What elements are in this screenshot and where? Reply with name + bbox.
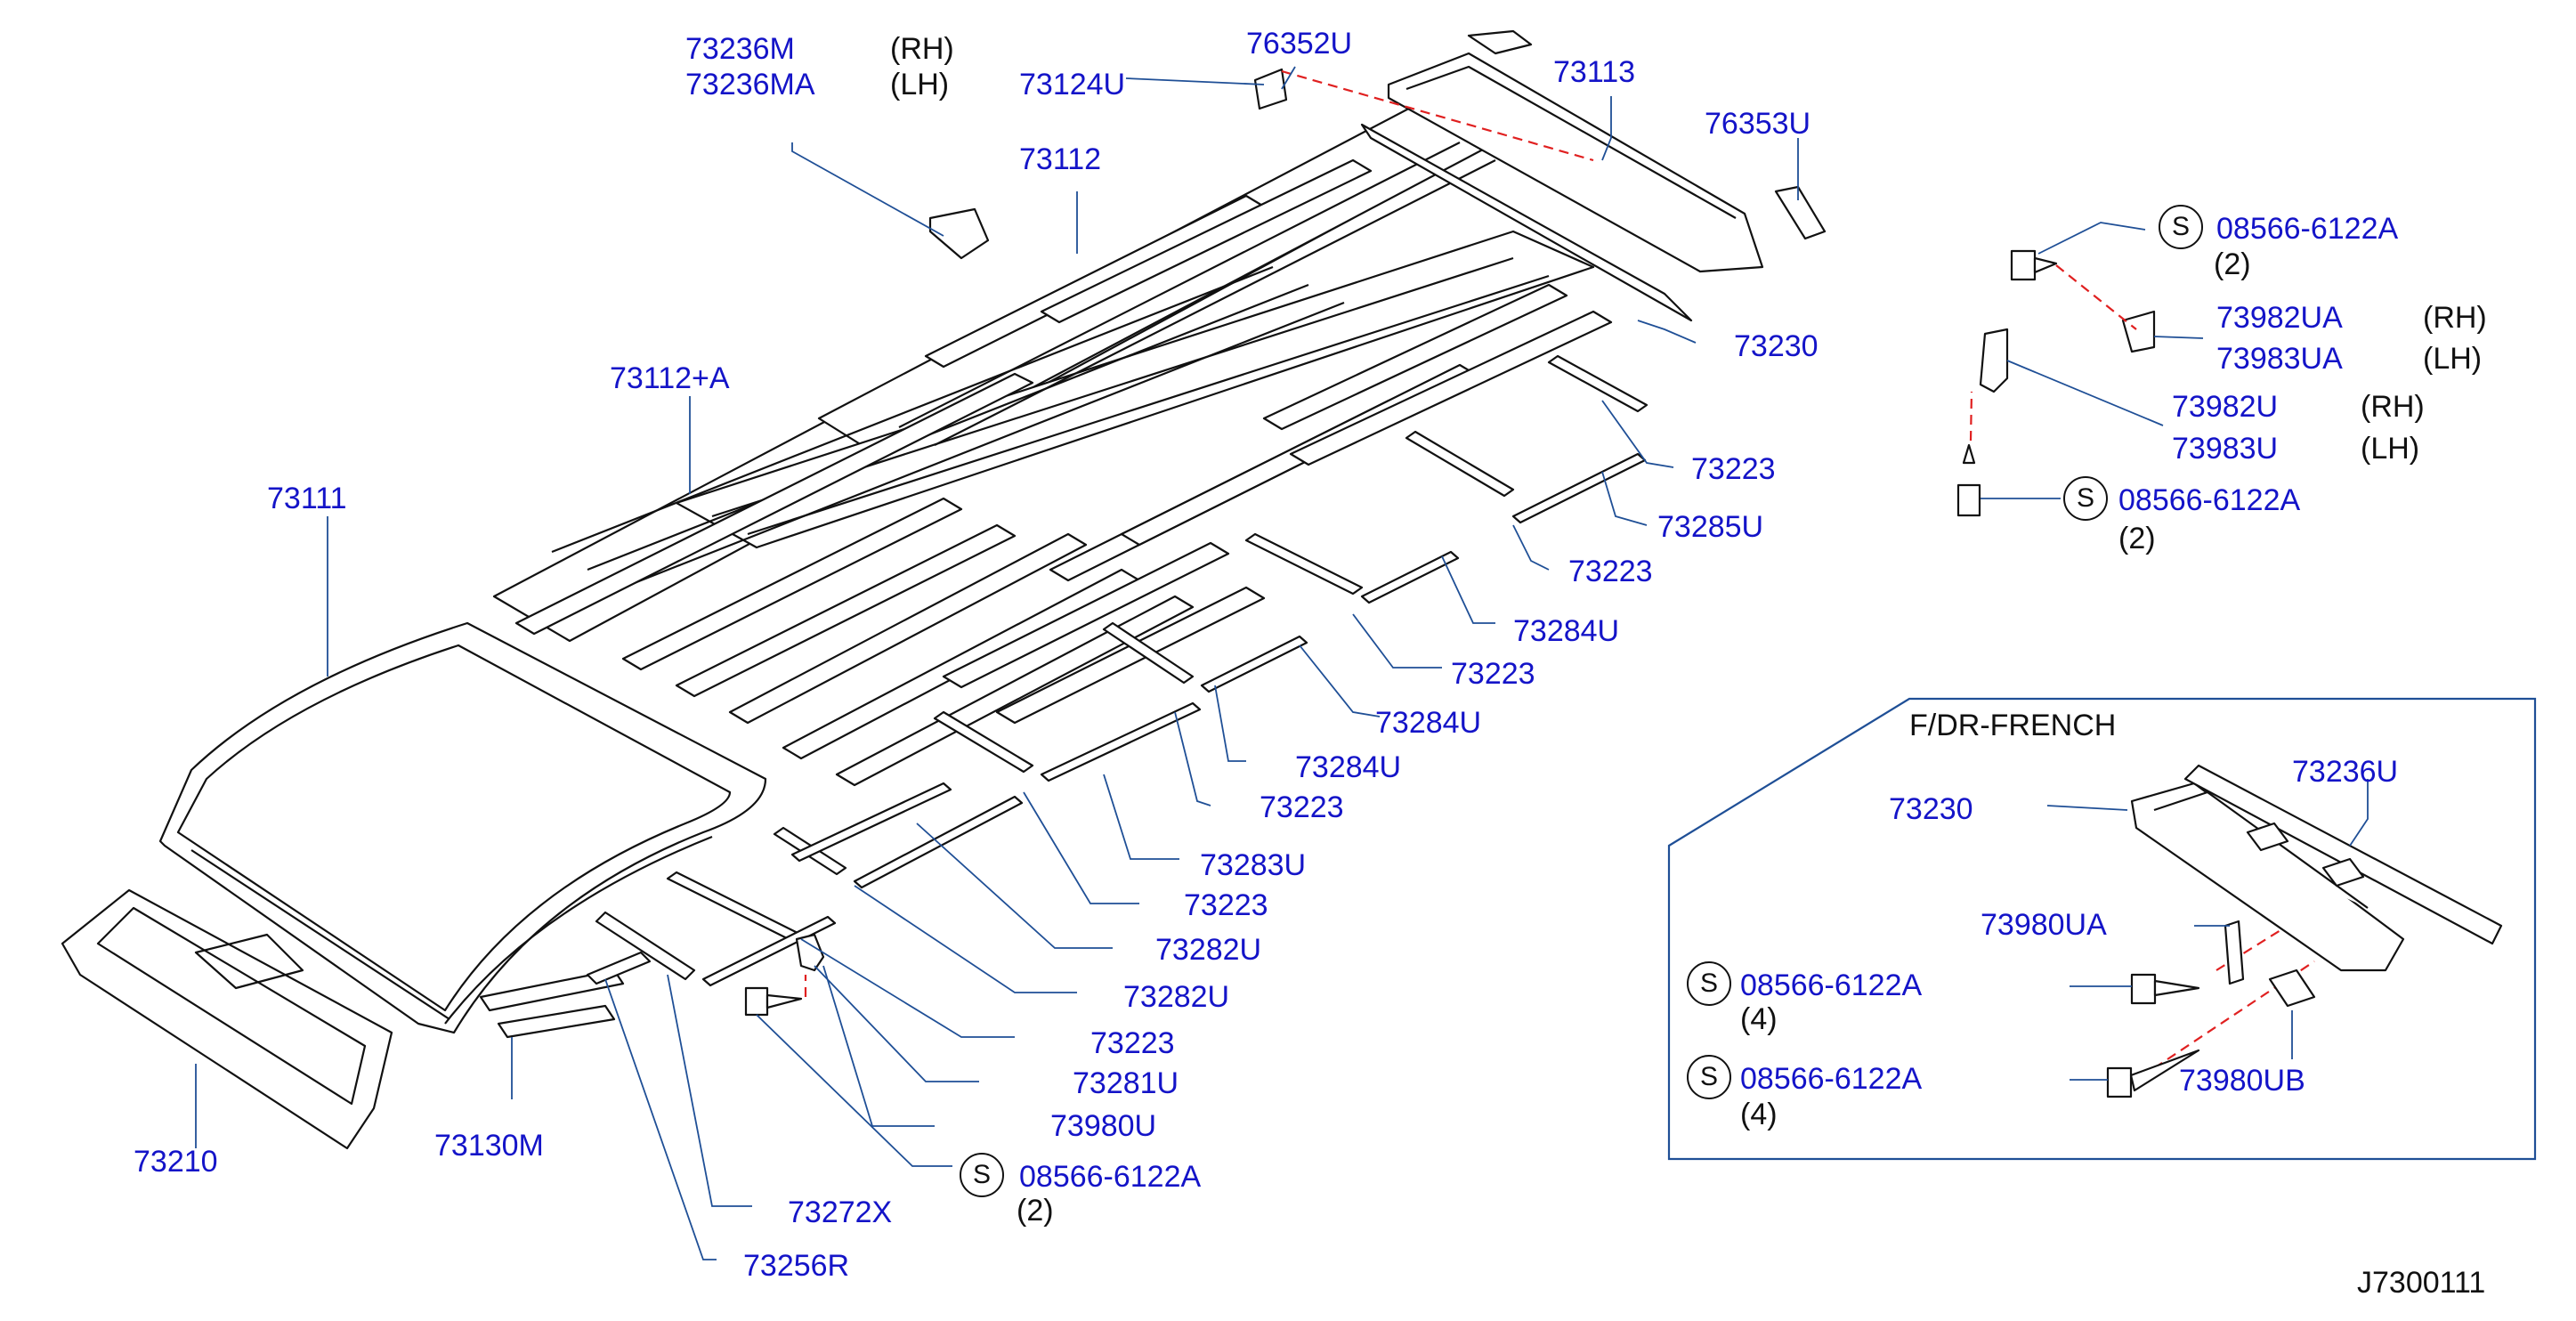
label-bolt-main-qty: (2) [1017, 1194, 1054, 1228]
bolt-s-badge-top-right: S [2159, 205, 2203, 249]
label-73281U: 73281U [1073, 1066, 1179, 1100]
label-73982UA: 73982UA [2216, 301, 2343, 335]
bolt-top-right [2010, 249, 2058, 281]
label-73223-e: 73223 [1184, 888, 1268, 922]
strip-73272X [595, 911, 696, 981]
label-76353U: 76353U [1705, 107, 1811, 141]
label-76352U: 76352U [1246, 27, 1353, 61]
label-73130M: 73130M [434, 1129, 544, 1163]
label-73236MA: 73236MA [685, 68, 815, 101]
label-inset-73230: 73230 [1889, 792, 1973, 826]
label-bolt-mid-right: 08566-6122A [2118, 483, 2301, 517]
label-73113: 73113 [1553, 55, 1636, 89]
bolt-s-badge-inset-2: S [1687, 1055, 1731, 1099]
bolt-s-badge-inset-1: S [1687, 961, 1731, 1006]
bracket-76352U [1253, 68, 1288, 110]
label-73284U-b: 73284U [1375, 706, 1482, 740]
label-73112A: 73112+A [610, 361, 730, 395]
roof-drawing [61, 29, 2156, 1150]
label-73982U: 73982U [2172, 390, 2279, 424]
label-inset-73980UA: 73980UA [1981, 908, 2107, 942]
label-73272X: 73272X [788, 1195, 893, 1229]
strip-73256R [586, 951, 652, 985]
label-bolt-mid-right-qty: (2) [2118, 522, 2156, 555]
label-73236M-side: (RH) [890, 32, 954, 66]
label-73983U: 73983U [2172, 432, 2279, 466]
label-73282U-a: 73282U [1155, 933, 1262, 967]
label-73111: 73111 [267, 482, 347, 515]
bow-73130M [479, 968, 625, 1039]
label-73284U-a: 73284U [1513, 614, 1620, 648]
label-inset-73236U: 73236U [2292, 755, 2399, 789]
bracket-73982UA [2121, 310, 2156, 353]
label-inset-bolt-2-qty: (4) [1740, 1098, 1778, 1131]
label-73282U-b: 73282U [1123, 980, 1230, 1014]
roof-bows-73112 [492, 92, 1613, 787]
bolt-main [744, 986, 803, 1017]
label-bolt-top-right: 08566-6122A [2216, 212, 2399, 246]
label-73983U-side: (LH) [2361, 432, 2420, 466]
label-inset-bolt-2: 08566-6122A [1740, 1062, 1923, 1096]
label-73236MA-side: (LH) [890, 68, 950, 101]
rear-header-73113 [1360, 52, 1764, 322]
bolt-s-badge-mid-right: S [2063, 476, 2108, 521]
label-73283U: 73283U [1200, 848, 1307, 882]
label-inset-73980UB: 73980UB [2179, 1064, 2305, 1098]
label-73236M: 73236M [685, 32, 795, 66]
label-73980U: 73980U [1050, 1109, 1157, 1143]
label-73223-f: 73223 [1090, 1026, 1175, 1060]
label-bolt-main: 08566-6122A [1019, 1160, 1202, 1194]
roof-panel-73111 [158, 621, 767, 1034]
label-73124U: 73124U [1019, 68, 1126, 101]
label-73230: 73230 [1734, 329, 1819, 363]
bracket-76353U [1774, 185, 1827, 240]
bolt-mid-right [1956, 443, 1981, 517]
inset-parts [2106, 764, 2503, 1098]
label-inset-bolt-1-qty: (4) [1740, 1002, 1778, 1036]
bracket-73982U [1979, 328, 2009, 393]
label-73285U: 73285U [1657, 510, 1764, 544]
label-73982U-side: (RH) [2361, 390, 2425, 424]
label-73284U-c: 73284U [1295, 750, 1402, 784]
label-73223-c: 73223 [1451, 657, 1535, 691]
label-inset-bolt-1: 08566-6122A [1740, 968, 1923, 1002]
front-rail-73210 [61, 888, 393, 1150]
label-73256R: 73256R [743, 1249, 850, 1283]
inset-drawing [1667, 697, 2537, 1161]
bracket-top-76352U [1467, 29, 1533, 55]
label-73112: 73112 [1019, 142, 1102, 176]
inset-leaders [2046, 779, 2369, 1081]
label-73223-a: 73223 [1691, 452, 1776, 486]
label-bolt-top-right-qty: (2) [2214, 247, 2251, 281]
leader-lines [195, 66, 2204, 1260]
label-73223-b: 73223 [1568, 555, 1653, 588]
inset-title: F/DR-FRENCH [1909, 709, 2117, 742]
label-73223-d: 73223 [1260, 790, 1344, 824]
bolt-s-badge-main: S [960, 1153, 1004, 1197]
label-73210: 73210 [134, 1145, 218, 1179]
inset-border [1667, 697, 2537, 1161]
label-73983UA-side: (LH) [2423, 342, 2483, 376]
clip-73980U [795, 933, 825, 972]
label-73982UA-side: (RH) [2423, 301, 2487, 335]
diagram-code: J7300111 [2357, 1266, 2486, 1300]
label-73983UA: 73983UA [2216, 342, 2343, 376]
